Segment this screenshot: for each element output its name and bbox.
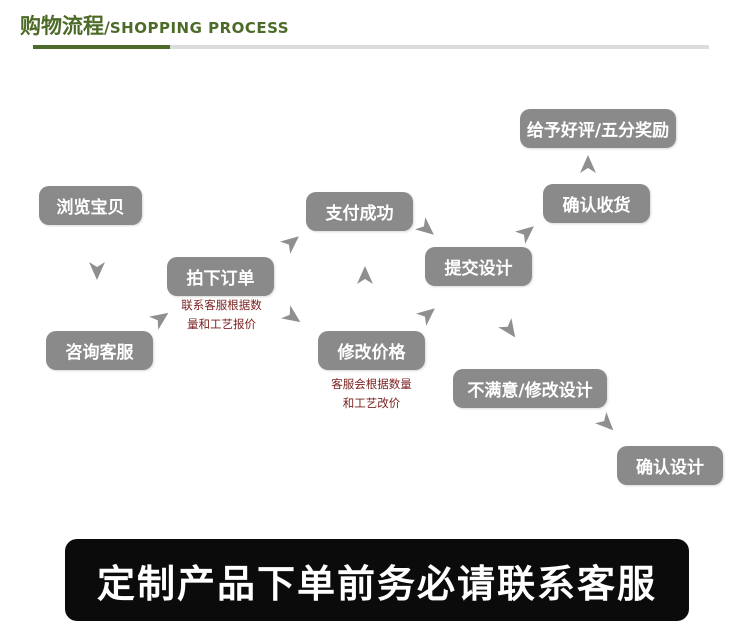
arrow-design-to-receipt <box>514 226 534 244</box>
arrow-order-to-price <box>281 305 301 323</box>
contact-banner: 定制产品下单前务必请联系客服 <box>65 539 689 621</box>
step-pay-success: 支付成功 <box>306 192 413 231</box>
header-divider-accent <box>33 45 170 49</box>
arrow-receipt-to-review <box>580 155 596 173</box>
arrow-browse-to-consult <box>89 262 105 280</box>
header-divider <box>33 45 709 49</box>
step-unsatisfied: 不满意/修改设计 <box>453 369 607 408</box>
arrow-design-to-unsatisfied <box>498 318 516 338</box>
contact-banner-text: 定制产品下单前务必请联系客服 <box>96 561 657 606</box>
section-title: 购物流程/SHOPPING PROCESS <box>20 10 289 40</box>
step-confirm-design: 确认设计 <box>617 446 723 485</box>
arrow-price-to-pay <box>357 266 373 284</box>
section-title-en: SHOPPING PROCESS <box>109 19 290 37</box>
order-note-line-2: 量和工艺报价 <box>187 317 256 331</box>
arrow-price-to-design <box>415 308 435 326</box>
arrow-pay-to-design <box>414 217 434 235</box>
step-modify-price: 修改价格 <box>318 331 425 370</box>
step-place-order: 拍下订单 <box>167 257 274 296</box>
step-submit-design: 提交设计 <box>425 247 532 286</box>
order-note-line-1: 联系客服根据数 <box>181 298 262 312</box>
step-give-review: 给予好评/五分奖励 <box>520 109 676 148</box>
arrow-order-to-pay <box>279 236 299 254</box>
section-title-cn: 购物流程 <box>20 14 104 38</box>
step-consult: 咨询客服 <box>46 331 153 370</box>
step-confirm-receipt: 确认收货 <box>543 184 650 223</box>
arrow-consult-to-order <box>149 312 169 330</box>
arrow-unsatisfied-to-confirm <box>594 411 614 431</box>
order-note: 联系客服根据数 量和工艺报价 <box>170 296 273 334</box>
step-browse: 浏览宝贝 <box>39 186 142 225</box>
price-note-line-1: 客服会根据数量 <box>331 377 412 391</box>
price-note-line-2: 和工艺改价 <box>342 396 401 410</box>
section-title-separator: / <box>104 18 110 37</box>
price-note: 客服会根据数量 和工艺改价 <box>320 375 423 413</box>
